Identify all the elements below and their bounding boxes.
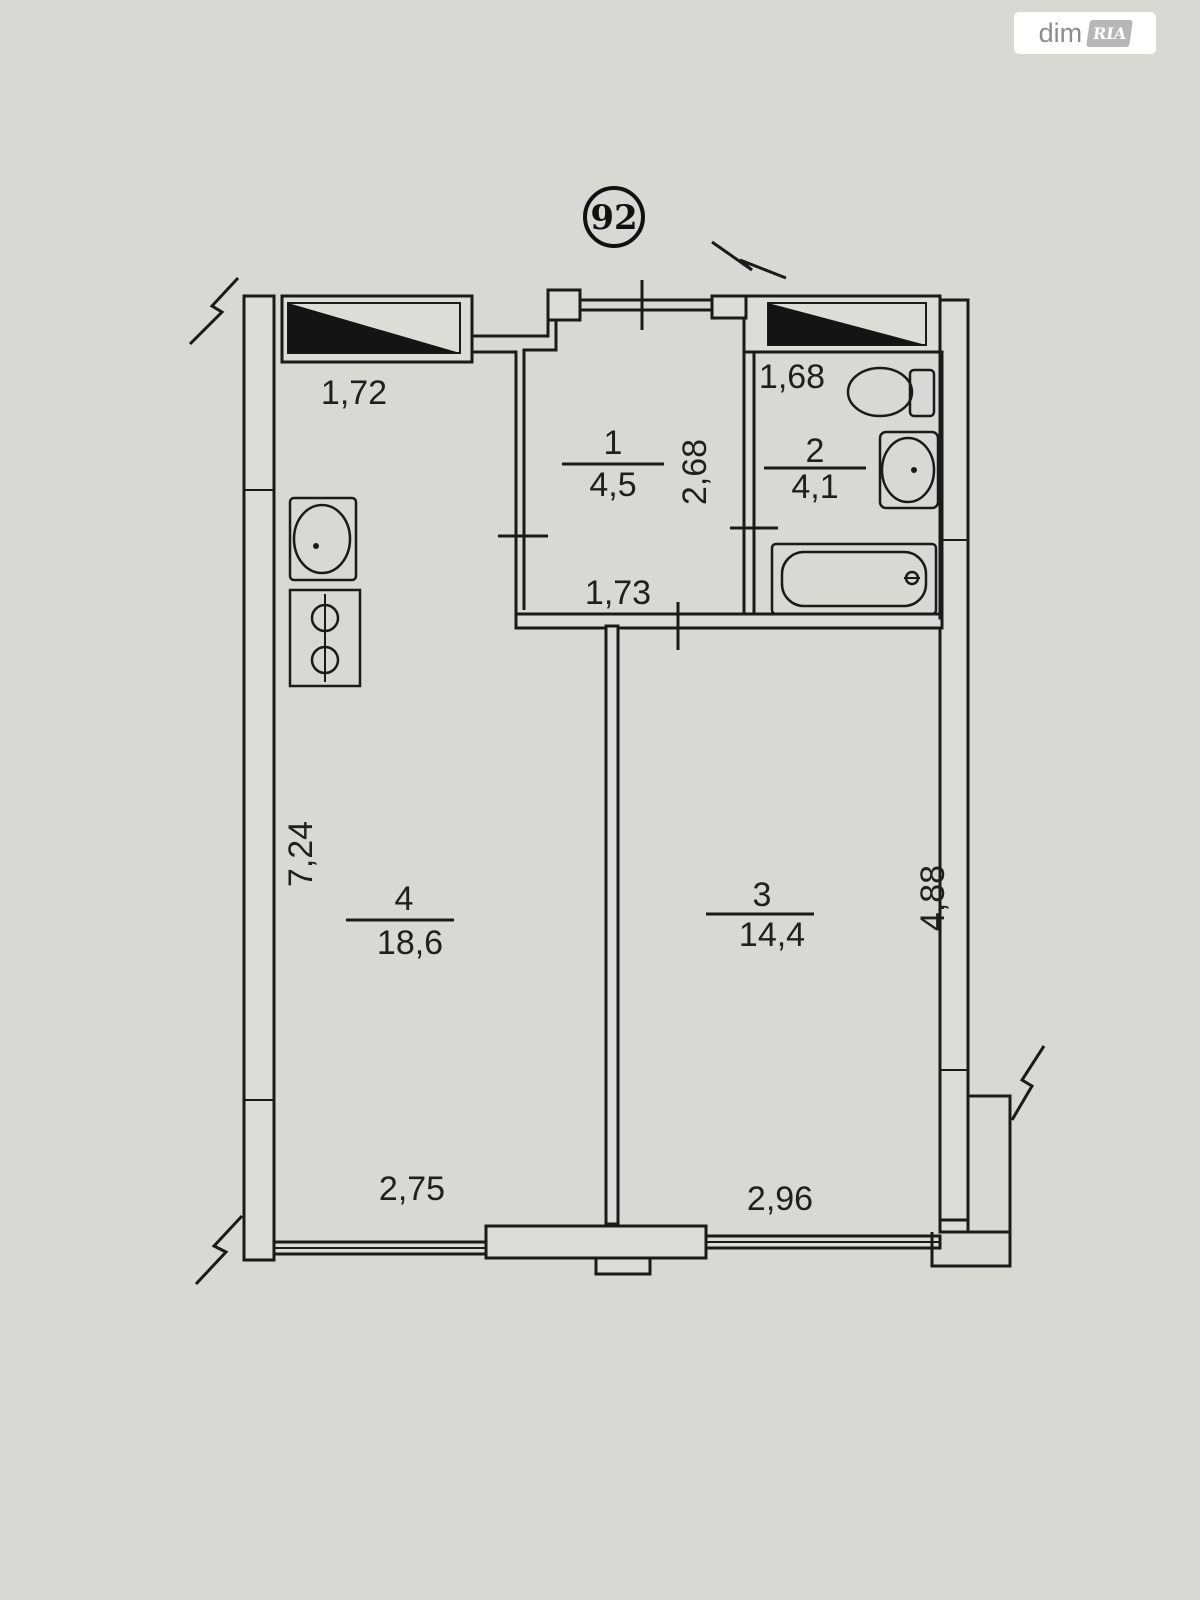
room-3-number: 3 — [753, 876, 772, 914]
room-1-label: 1 4,5 — [562, 424, 664, 504]
apartment-number-badge: 92 — [583, 186, 645, 248]
dimension-room1-height: 2,68 — [676, 439, 714, 505]
balcony-corner-outer — [930, 1232, 1012, 1268]
apartment-number: 92 — [590, 198, 637, 238]
room-2-area: 4,1 — [791, 468, 838, 506]
balcony-corner — [940, 1094, 1012, 1234]
bath-right-edge — [938, 350, 944, 620]
dimension-room3-length: 4,88 — [914, 865, 952, 931]
dimension-room4-bottom: 2,75 — [379, 1170, 445, 1208]
room-1-number: 1 — [604, 424, 623, 462]
cut-symbol — [188, 276, 240, 346]
room-2-number: 2 — [806, 432, 825, 470]
room-4-label: 4 18,6 — [346, 880, 454, 962]
stove — [288, 588, 362, 688]
dimension-room4-length: 7,24 — [282, 821, 320, 887]
cut-symbol — [1010, 1045, 1046, 1121]
room-3-label: 3 14,4 — [706, 876, 814, 954]
cut-symbol — [711, 240, 787, 280]
room-2-label: 2 4,1 — [764, 432, 866, 506]
dimension-room2-top: 1,68 — [759, 358, 825, 396]
right-exterior-wall — [938, 298, 970, 1234]
central-partition — [604, 624, 620, 1226]
hall-bath-partition — [742, 350, 756, 620]
watermark-text: dim — [1038, 17, 1083, 48]
dimension-room1-bottom: 1,73 — [585, 574, 651, 612]
shaft-fill-right — [768, 303, 926, 345]
hall-room3-partition — [514, 612, 944, 630]
dimria-watermark: dim RIA — [1014, 12, 1156, 54]
room-3-area: 14,4 — [739, 916, 805, 954]
entry-pillar-left — [546, 288, 582, 322]
room-4-area: 18,6 — [377, 924, 443, 962]
dimension-room4-top: 1,72 — [321, 374, 387, 412]
kitchen-sink — [288, 496, 358, 582]
balcony-door-block — [484, 1224, 708, 1260]
apartment-number-circle — [583, 186, 645, 248]
washbasin — [878, 430, 940, 510]
shaft-fill-left — [288, 303, 460, 353]
entry-wall-left — [472, 294, 582, 610]
bathtub — [770, 542, 938, 616]
dimension-room3-bottom: 2,96 — [747, 1180, 813, 1218]
cut-symbol — [194, 1214, 244, 1286]
room-4-number: 4 — [395, 880, 414, 918]
room-1-area: 4,5 — [589, 466, 636, 504]
left-exterior-wall — [242, 294, 276, 1262]
balcony-sill — [594, 1256, 652, 1276]
entry-pillar-right — [710, 294, 748, 320]
toilet — [846, 366, 936, 418]
